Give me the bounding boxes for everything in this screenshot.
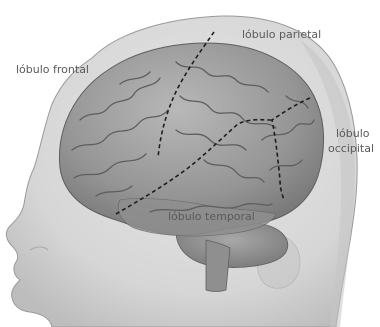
- parietal-lobe-label: lóbulo parietal: [242, 28, 321, 41]
- frontal-lobe-label: lóbulo frontal: [16, 63, 89, 76]
- occipital-lobe-label-line1: lóbulo: [336, 127, 370, 140]
- temporal-lobe-label: lóbulo temporal: [168, 210, 255, 223]
- occipital-lobe-label-line2: occipital: [328, 142, 374, 155]
